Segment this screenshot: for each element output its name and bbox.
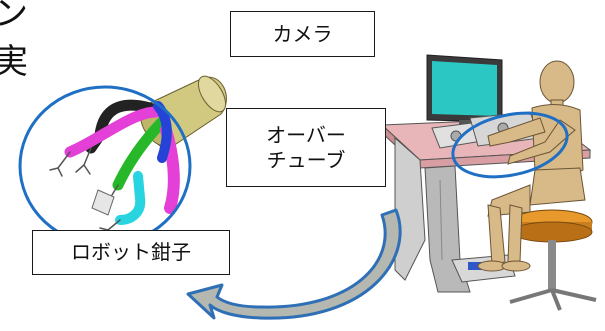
overtube-label: オーバー チューブ xyxy=(226,108,386,187)
camera-label: カメラ xyxy=(230,11,375,57)
overtube-label-line1: オーバー xyxy=(266,122,346,147)
console-highlight-ellipse xyxy=(451,111,569,179)
clipped-edge-text-top: ン xyxy=(0,0,28,34)
robot-forceps-label-text: ロボット鉗子 xyxy=(71,240,191,264)
camera-label-text: カメラ xyxy=(272,21,333,46)
clipped-edge-text-middle: 実 xyxy=(0,42,28,82)
stool xyxy=(509,209,597,311)
feedback-arrow xyxy=(186,208,402,320)
monitor xyxy=(426,54,503,142)
overtube-label-line2: チューブ xyxy=(266,147,346,172)
mannequin-operator xyxy=(477,60,586,272)
robot-forceps-tubes xyxy=(49,99,180,239)
robot-forceps-label: ロボット鉗子 xyxy=(32,230,230,275)
